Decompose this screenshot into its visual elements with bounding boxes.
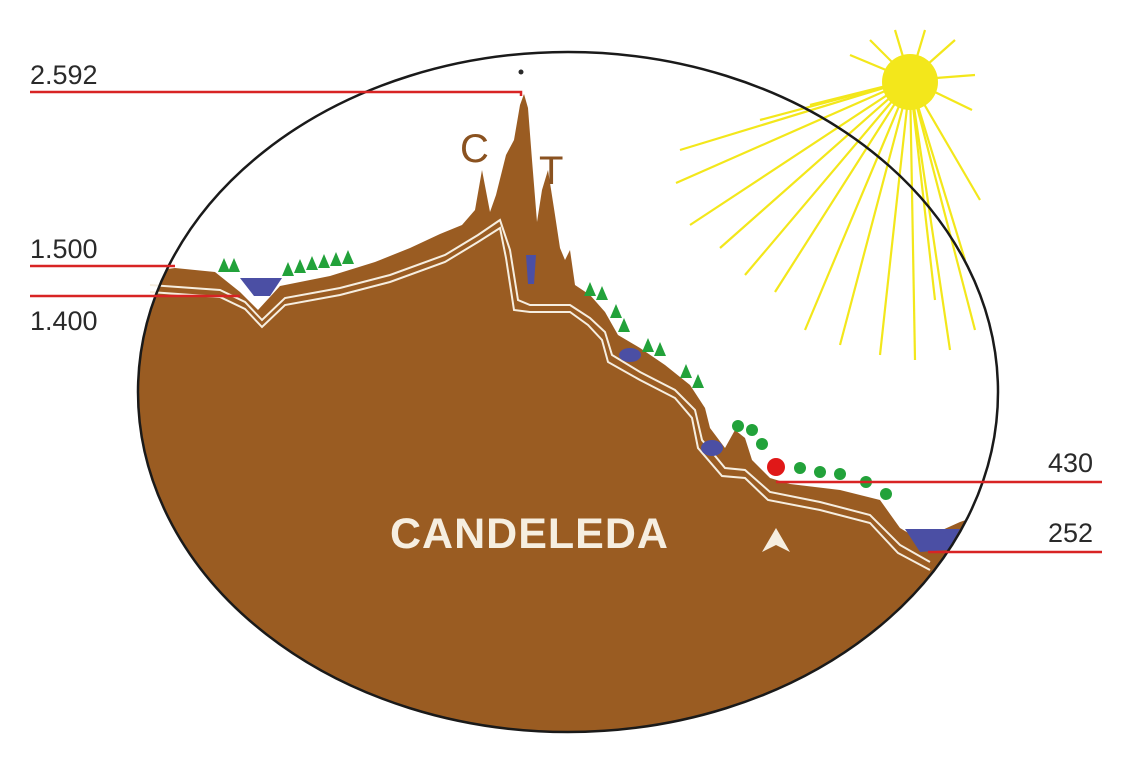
sun-icon bbox=[882, 54, 938, 110]
terrain-profile bbox=[120, 94, 1010, 766]
town-marker bbox=[767, 458, 785, 476]
peak-letter-t: T bbox=[539, 149, 563, 193]
peak-letter-c: C bbox=[460, 127, 489, 171]
altitude-label-town: 430 bbox=[1048, 448, 1093, 478]
altitude-label-river: 252 bbox=[1048, 518, 1093, 548]
summit-dot bbox=[519, 70, 524, 75]
town-name: CANDELEDA bbox=[390, 510, 669, 558]
altitude-label-1400: 1.400 bbox=[30, 306, 98, 336]
altitude-label-1500: 1.500 bbox=[30, 234, 98, 264]
altitude-label-peak: 2.592 bbox=[30, 60, 98, 90]
